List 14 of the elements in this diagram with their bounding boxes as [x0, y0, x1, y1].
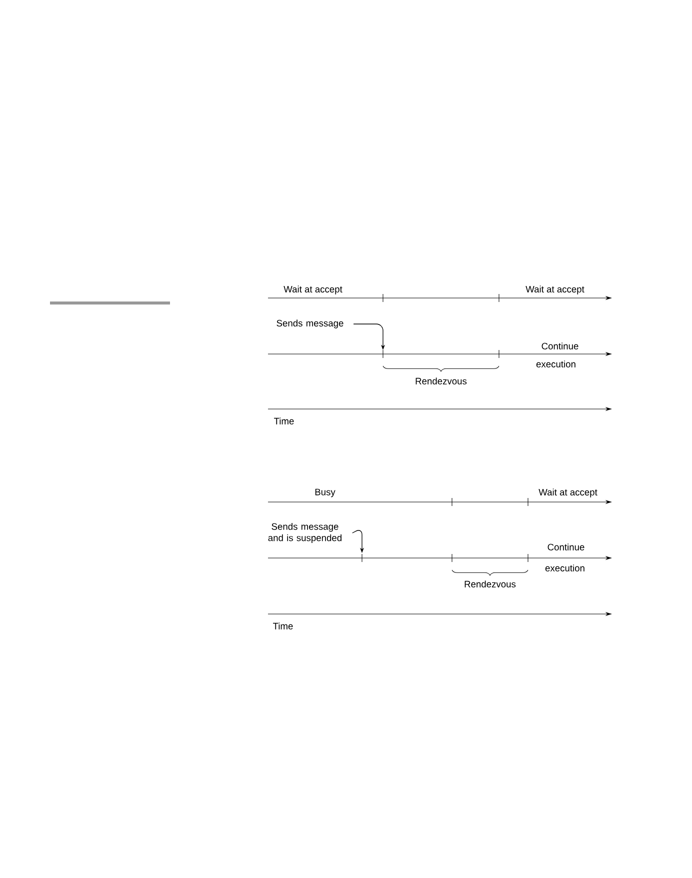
callout-text: Sends message — [276, 320, 344, 328]
interval-label: Rendezvous — [416, 378, 467, 384]
state-label: execution — [545, 564, 584, 572]
interval-label: Rendezvous — [464, 580, 516, 588]
state-label: Wait at accept — [284, 286, 342, 294]
callout-text: Sends message and is suspended — [268, 522, 342, 544]
state-label: execution — [536, 360, 576, 368]
state-label: Wait at accept — [538, 488, 598, 498]
state-label: Continue — [542, 342, 578, 350]
state-label: Wait at accept — [526, 286, 584, 294]
state-label: Continue — [548, 544, 584, 550]
state-label: Busy — [315, 488, 336, 498]
axis-label: Time — [273, 622, 293, 630]
axis-label: Time — [274, 418, 294, 424]
